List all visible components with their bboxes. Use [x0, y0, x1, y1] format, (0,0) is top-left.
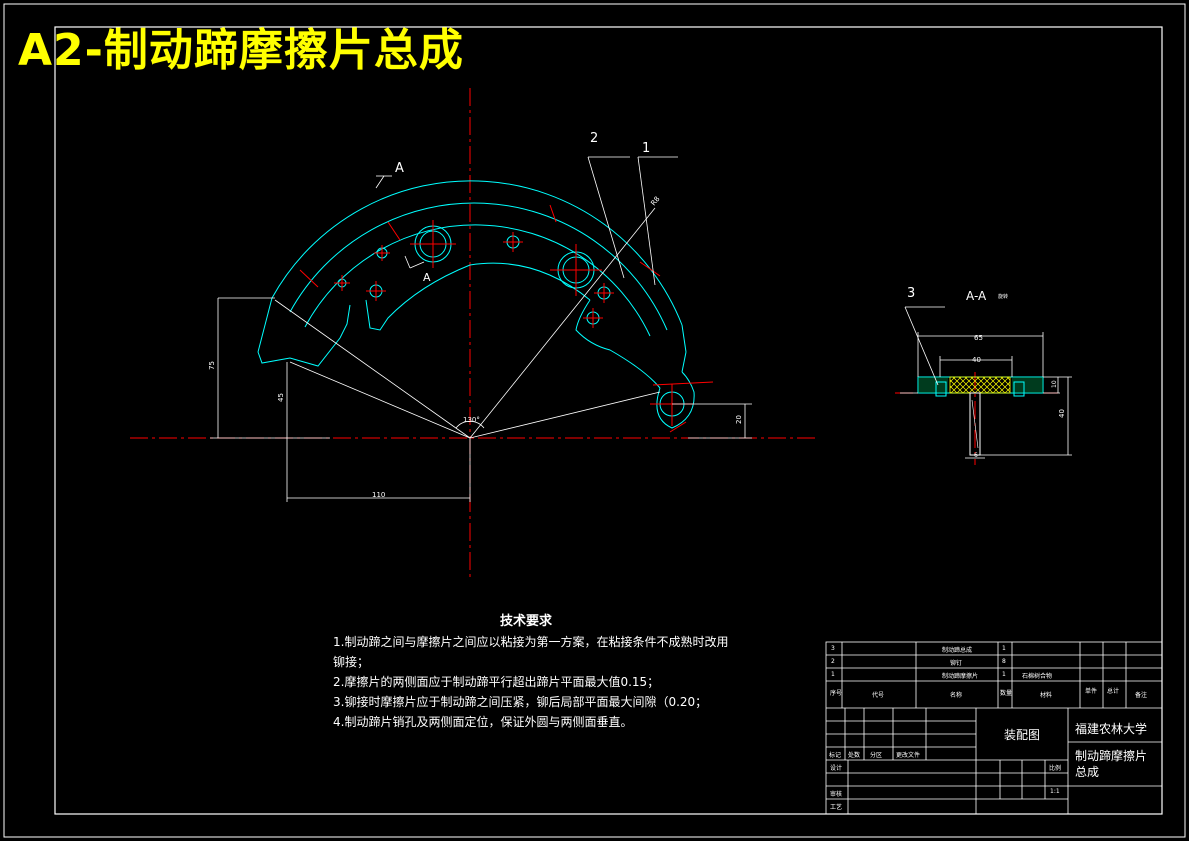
bom-row-name: 制动蹄摩擦片: [942, 673, 979, 680]
requirement-line: 2.摩擦片的两侧面应于制动蹄平行超出蹄片平面最大值0.15；: [333, 675, 660, 689]
dim-10: 10: [1051, 380, 1058, 388]
inner-frame: [54, 26, 1163, 815]
requirement-line: 3.铆接时摩擦片应于制动蹄之间压紧，铆后局部平面最大间隙（0.20；: [333, 695, 708, 709]
bom-row-name: 制动蹄总成: [942, 647, 973, 654]
school-name: 福建农林大学: [1075, 722, 1148, 736]
dim-6: 6: [974, 452, 978, 459]
part-label-3: 3: [907, 286, 915, 301]
rev-col-mark: 标记: [829, 752, 842, 759]
dim-40-width: 40: [972, 356, 981, 364]
bom-header-note: 备注: [1135, 692, 1148, 699]
outer-border: [3, 3, 1186, 838]
review-label: 审核: [830, 791, 843, 798]
section-label: A-A: [966, 289, 987, 303]
rev-col-count: 处数: [848, 752, 861, 759]
radius-label: R8: [649, 195, 661, 207]
section-marker-mid: A: [423, 271, 431, 284]
part-label-2: 2: [590, 131, 598, 146]
bom-header-unit: 单件: [1085, 688, 1098, 695]
design-label: 设计: [830, 765, 843, 772]
dimension-lines: [210, 156, 752, 502]
part-label-1: 1: [642, 141, 650, 156]
angle-label: 130°: [463, 416, 480, 424]
dim-20: 20: [735, 415, 743, 424]
section-marker-top: A: [395, 161, 404, 176]
dim-65: 65: [974, 334, 983, 342]
part-name-line2: 总成: [1075, 765, 1100, 779]
bom-header-material: 材料: [1040, 692, 1053, 699]
dim-45: 45: [277, 393, 285, 402]
scale-value: 1:1: [1050, 788, 1060, 795]
bom-row-no: 2: [831, 658, 835, 665]
bom-row-no: 3: [831, 645, 835, 652]
requirement-line: 铆接；: [333, 655, 370, 669]
bom-row-no: 1: [831, 671, 835, 678]
center-lines: [130, 88, 1062, 578]
section-note: 旋转: [998, 293, 1008, 300]
bom-row-qty: 8: [1002, 658, 1006, 665]
bom-header-qty: 数量: [1000, 690, 1013, 697]
drawing-type: 装配图: [1004, 728, 1041, 742]
rev-col-zone: 分区: [870, 752, 883, 759]
bom-row-qty: 1: [1002, 645, 1006, 652]
bom-header-name: 名称: [950, 692, 963, 699]
dim-40-height: 40: [1058, 409, 1066, 418]
requirements-heading: 技术要求: [500, 614, 553, 629]
brake-shoe-outline: [257, 180, 695, 429]
bom-header-total: 总计: [1107, 688, 1120, 695]
drawing-labels: A A 2 1 3 A-A 旋转 130° R8 75 45 20 110 65…: [208, 131, 1066, 499]
rev-col-file: 更改文件: [896, 752, 921, 759]
requirement-line: 4.制动蹄片销孔及两侧面定位，保证外圆与两侧面垂直。: [333, 715, 633, 729]
requirement-line: 1.制动蹄之间与摩擦片之间应以粘接为第一方案，在粘接条件不成熟时改用: [333, 635, 729, 649]
hole-center-marks: [299, 204, 714, 433]
process-label: 工艺: [830, 804, 843, 811]
section-view: [900, 306, 1072, 459]
dim-75: 75: [208, 361, 216, 370]
bom-header-no: 序号: [830, 690, 843, 697]
part-name-line1: 制动蹄摩擦片: [1075, 749, 1148, 763]
drawing-title: A2-制动蹄摩擦片总成: [18, 25, 464, 76]
bom-row-name: 铆钉: [950, 660, 963, 667]
bom-header-code: 代号: [872, 692, 885, 699]
dim-110: 110: [372, 491, 385, 499]
bom-row-qty: 1: [1002, 671, 1006, 678]
bom-row-material: 石棉树合物: [1022, 673, 1053, 680]
scale-label: 比例: [1049, 765, 1062, 772]
title-block-grid: [825, 641, 1163, 815]
